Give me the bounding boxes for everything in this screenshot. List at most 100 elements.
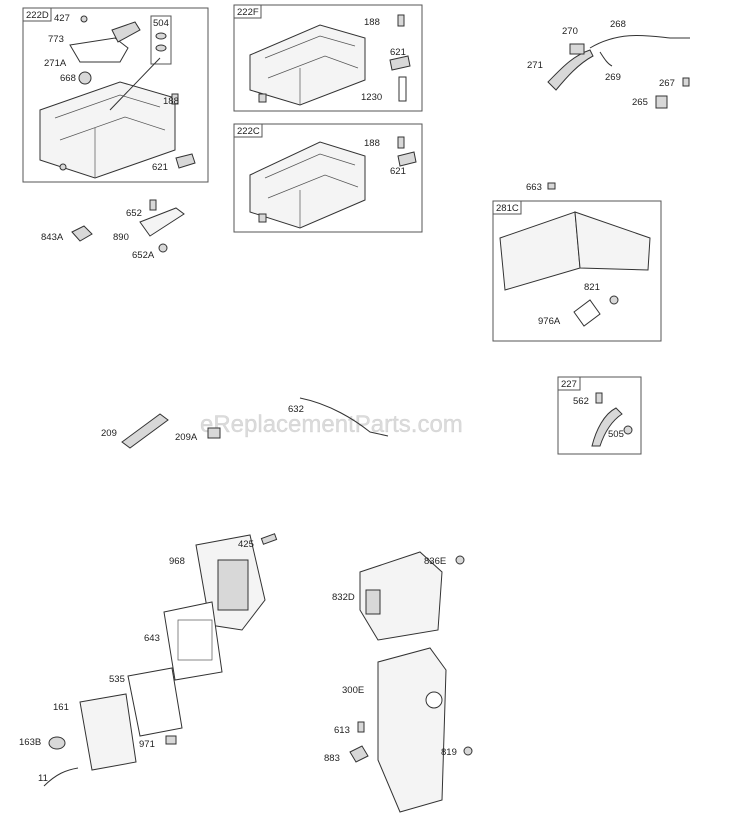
- group-tag-504: 504: [153, 18, 169, 29]
- part-643-gasket: [163, 601, 223, 681]
- callout-425: 425: [238, 539, 254, 550]
- callout-300E: 300E: [342, 685, 364, 696]
- callout-11: 11: [38, 773, 48, 784]
- part-652-screw: [149, 199, 157, 211]
- callout-621: 621: [152, 162, 168, 173]
- group-frame-222D: [22, 7, 209, 183]
- group-stop-switch: 652 843A 890 652A: [41, 199, 185, 261]
- callout-621: 621: [390, 166, 406, 177]
- part-613-screw: [357, 721, 365, 733]
- group-222D: 222D 504 427 773 271A 668 188 621: [22, 7, 209, 183]
- callout-188: 188: [364, 138, 380, 149]
- part-base-frame-222D: [39, 81, 176, 179]
- callout-161: 161: [53, 702, 69, 713]
- group-tag-box-222F: [233, 4, 262, 19]
- group-222F: 222F 188 621 1230: [233, 4, 423, 112]
- part-base-frame-222C: [249, 141, 366, 229]
- callout-883: 883: [324, 753, 340, 764]
- part-271A-lever: [111, 21, 141, 43]
- group-frame-227: [557, 376, 642, 455]
- part-281C-panel-right: [574, 211, 651, 271]
- part-504-nut: [155, 44, 167, 52]
- group-281C: 281C 663 821 976A: [492, 182, 662, 342]
- part-504-washer: [155, 32, 167, 40]
- callout-632: 632: [288, 404, 304, 415]
- callout-668: 668: [60, 73, 76, 84]
- part-968-inner: [217, 559, 249, 611]
- callout-271: 271: [527, 60, 543, 71]
- part-621-clip-222C: [397, 151, 417, 167]
- group-tag-281C: 281C: [496, 203, 519, 214]
- group-tag-222F: 222F: [237, 7, 259, 18]
- part-267-screw: [682, 77, 690, 87]
- part-621-clip: [175, 153, 196, 169]
- part-832D-grille: [365, 589, 381, 615]
- group-tag-box-227: [557, 376, 581, 391]
- part-505-nut: [623, 425, 633, 435]
- part-535-filter: [127, 667, 183, 737]
- group-227: 227 562 505: [557, 376, 642, 455]
- callout-188: 188: [364, 17, 380, 28]
- callout-535: 535: [109, 674, 125, 685]
- part-271-lever: [547, 49, 594, 91]
- part-621-clip-222F: [389, 55, 411, 71]
- callout-265: 265: [632, 97, 648, 108]
- part-843A: [71, 225, 93, 242]
- part-188-bolt-222F: [397, 14, 405, 27]
- part-832D-guard: [359, 551, 443, 641]
- callout-652A: 652A: [132, 250, 155, 261]
- part-971-screw: [165, 735, 177, 745]
- part-819-nut: [463, 746, 473, 756]
- part-base-frame-222F: [249, 24, 366, 106]
- part-300E-outlet: [425, 691, 443, 709]
- part-screw-222C: [258, 213, 267, 223]
- group-frame-222F: [233, 4, 423, 112]
- group-tag-box-222C: [233, 123, 263, 138]
- part-821-nut: [609, 295, 619, 305]
- part-281C-panel-left: [499, 211, 581, 291]
- callout-209A: 209A: [175, 432, 198, 443]
- group-tag-227: 227: [561, 379, 577, 390]
- watermark-text: eReplacementParts.com: [200, 411, 463, 438]
- callout-819: 819: [441, 747, 457, 758]
- part-663-screw: [547, 182, 556, 190]
- callout-267: 267: [659, 78, 675, 89]
- part-1230-plug: [398, 76, 407, 102]
- callout-832D: 832D: [332, 592, 355, 603]
- part-209-spring: [121, 413, 169, 449]
- part-270-clamp: [569, 43, 585, 55]
- part-11-tube: [43, 767, 79, 787]
- callout-821: 821: [584, 282, 600, 293]
- part-161-base: [79, 693, 137, 771]
- part-668-spring: [78, 71, 92, 85]
- callout-427: 427: [54, 13, 70, 24]
- group-tag-222C: 222C: [237, 126, 260, 137]
- part-425-screw: [260, 533, 278, 545]
- group-air-cleaner: 425 968 643 535 161 163B 971 11: [19, 533, 278, 787]
- callout-663: 663: [526, 182, 542, 193]
- group-tag-box-281C: [492, 200, 522, 215]
- part-562-screw: [595, 392, 603, 404]
- part-632-wire: [299, 397, 389, 437]
- part-890-bracket: [139, 207, 185, 237]
- part-268-cable: [589, 34, 690, 49]
- group-frame-504: [150, 15, 172, 65]
- callout-968: 968: [169, 556, 185, 567]
- part-773-plate: [69, 37, 129, 63]
- part-652A-nut: [158, 243, 168, 253]
- callout-270: 270: [562, 26, 578, 37]
- callout-890: 890: [113, 232, 129, 243]
- part-209A-clip: [207, 427, 221, 439]
- part-screw-222F: [258, 93, 267, 103]
- group-frame-222C: [233, 123, 423, 233]
- callout-163B: 163B: [19, 737, 41, 748]
- callout-621: 621: [390, 47, 406, 58]
- callout-188: 188: [163, 96, 179, 107]
- group-222C: 222C 188 621: [233, 123, 423, 233]
- part-screw: [59, 163, 67, 171]
- callout-836E: 836E: [424, 556, 446, 567]
- part-227-lever: [591, 407, 623, 447]
- callout-505: 505: [608, 429, 624, 440]
- callout-269: 269: [605, 72, 621, 83]
